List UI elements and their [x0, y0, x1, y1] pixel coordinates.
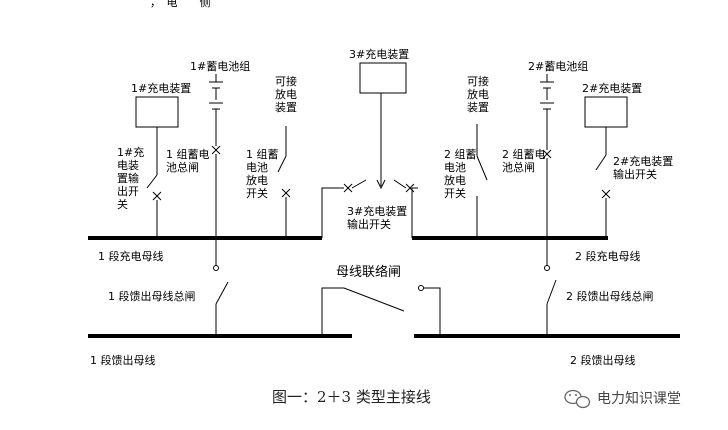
wechat-logo-icon	[564, 389, 591, 409]
feed-2-contact	[544, 265, 550, 271]
charge-bus-2-label: 2 段充电母线	[575, 249, 641, 263]
charger-3-box	[359, 62, 407, 94]
charger-1-switch-blade	[146, 174, 158, 189]
charger-3-right-branch	[411, 187, 418, 238]
charger-3-left-branch	[321, 187, 344, 238]
charger-1-x2	[152, 191, 162, 201]
load-1-label: 可接 放电 装置	[275, 75, 301, 114]
charger-3-arrow	[376, 179, 386, 190]
load-1-switch-blade	[277, 155, 287, 173]
charger-2-switch-label: 2#充电装置 输出开关	[613, 154, 677, 181]
charger-1-box	[135, 96, 179, 128]
feed-breaker-1-label: 1 段馈出母线总闸	[108, 289, 196, 303]
feed-bus-1-label: 1 段馈出母线	[90, 353, 156, 367]
feed-1-contact	[213, 265, 219, 271]
feed-breaker-2-label: 2 段馈出母线总闸	[566, 289, 654, 303]
charger-1-switch-label: 1#充 电装 置输 出开 关	[117, 145, 148, 211]
charge-bus-1-label: 1 段充电母线	[98, 249, 164, 263]
battery-2-discharge-switch-label: 2 组蓄 电池 放电 开关	[444, 147, 480, 200]
top-cut-text: ， 电 侧	[150, 0, 211, 9]
charger-3-right-blade	[393, 179, 407, 189]
charger-3-left-blade	[351, 179, 367, 189]
tie-breaker-label: 母线联络闸	[336, 264, 401, 280]
feed-bus-2-label: 2 段馈出母线	[570, 353, 636, 367]
charger-2-x2	[601, 189, 611, 199]
charger-3-left-x2	[343, 183, 353, 193]
battery-1-discharge-switch-label: 1 组蓄 电池 放电 开关	[246, 147, 282, 200]
battery-2-x2	[542, 149, 552, 159]
charger-2-box	[584, 96, 628, 128]
battery-1-x2	[211, 145, 221, 155]
battery-1-label: 1#蓄电池组	[190, 59, 250, 73]
feed-2-breaker-blade	[546, 279, 557, 305]
figure-caption: 图一：2＋3 类型主接线	[272, 388, 431, 406]
charger-3-right-x2	[405, 183, 415, 193]
tie-breaker-blade	[321, 287, 405, 336]
load-1-x2	[281, 188, 291, 198]
tie-breaker-contact	[418, 285, 424, 291]
charger-1-label: 1#充电装置	[131, 81, 191, 95]
charger-2-switch-blade	[595, 154, 607, 171]
charger-3-switch-label: 3#充电装置 输出开关	[347, 204, 411, 231]
battery-2-label: 2#蓄电池组	[528, 59, 588, 73]
battery-2-main-switch-label: 2 组蓄电 池总闸	[502, 147, 549, 174]
battery-1-main-switch-label: 1 组蓄电 池总闸	[166, 147, 213, 174]
load-2-switch-blade	[476, 155, 488, 181]
feed-1-breaker-blade	[215, 281, 229, 305]
charger-2-label: 2#充电装置	[582, 81, 642, 95]
load-2-label: 可接 放电 装置	[467, 75, 493, 114]
charger-3-label: 3#充电装置	[349, 47, 409, 61]
watermark-text: 电力知识课堂	[597, 390, 681, 407]
tie-breaker-right-lead	[424, 287, 441, 336]
